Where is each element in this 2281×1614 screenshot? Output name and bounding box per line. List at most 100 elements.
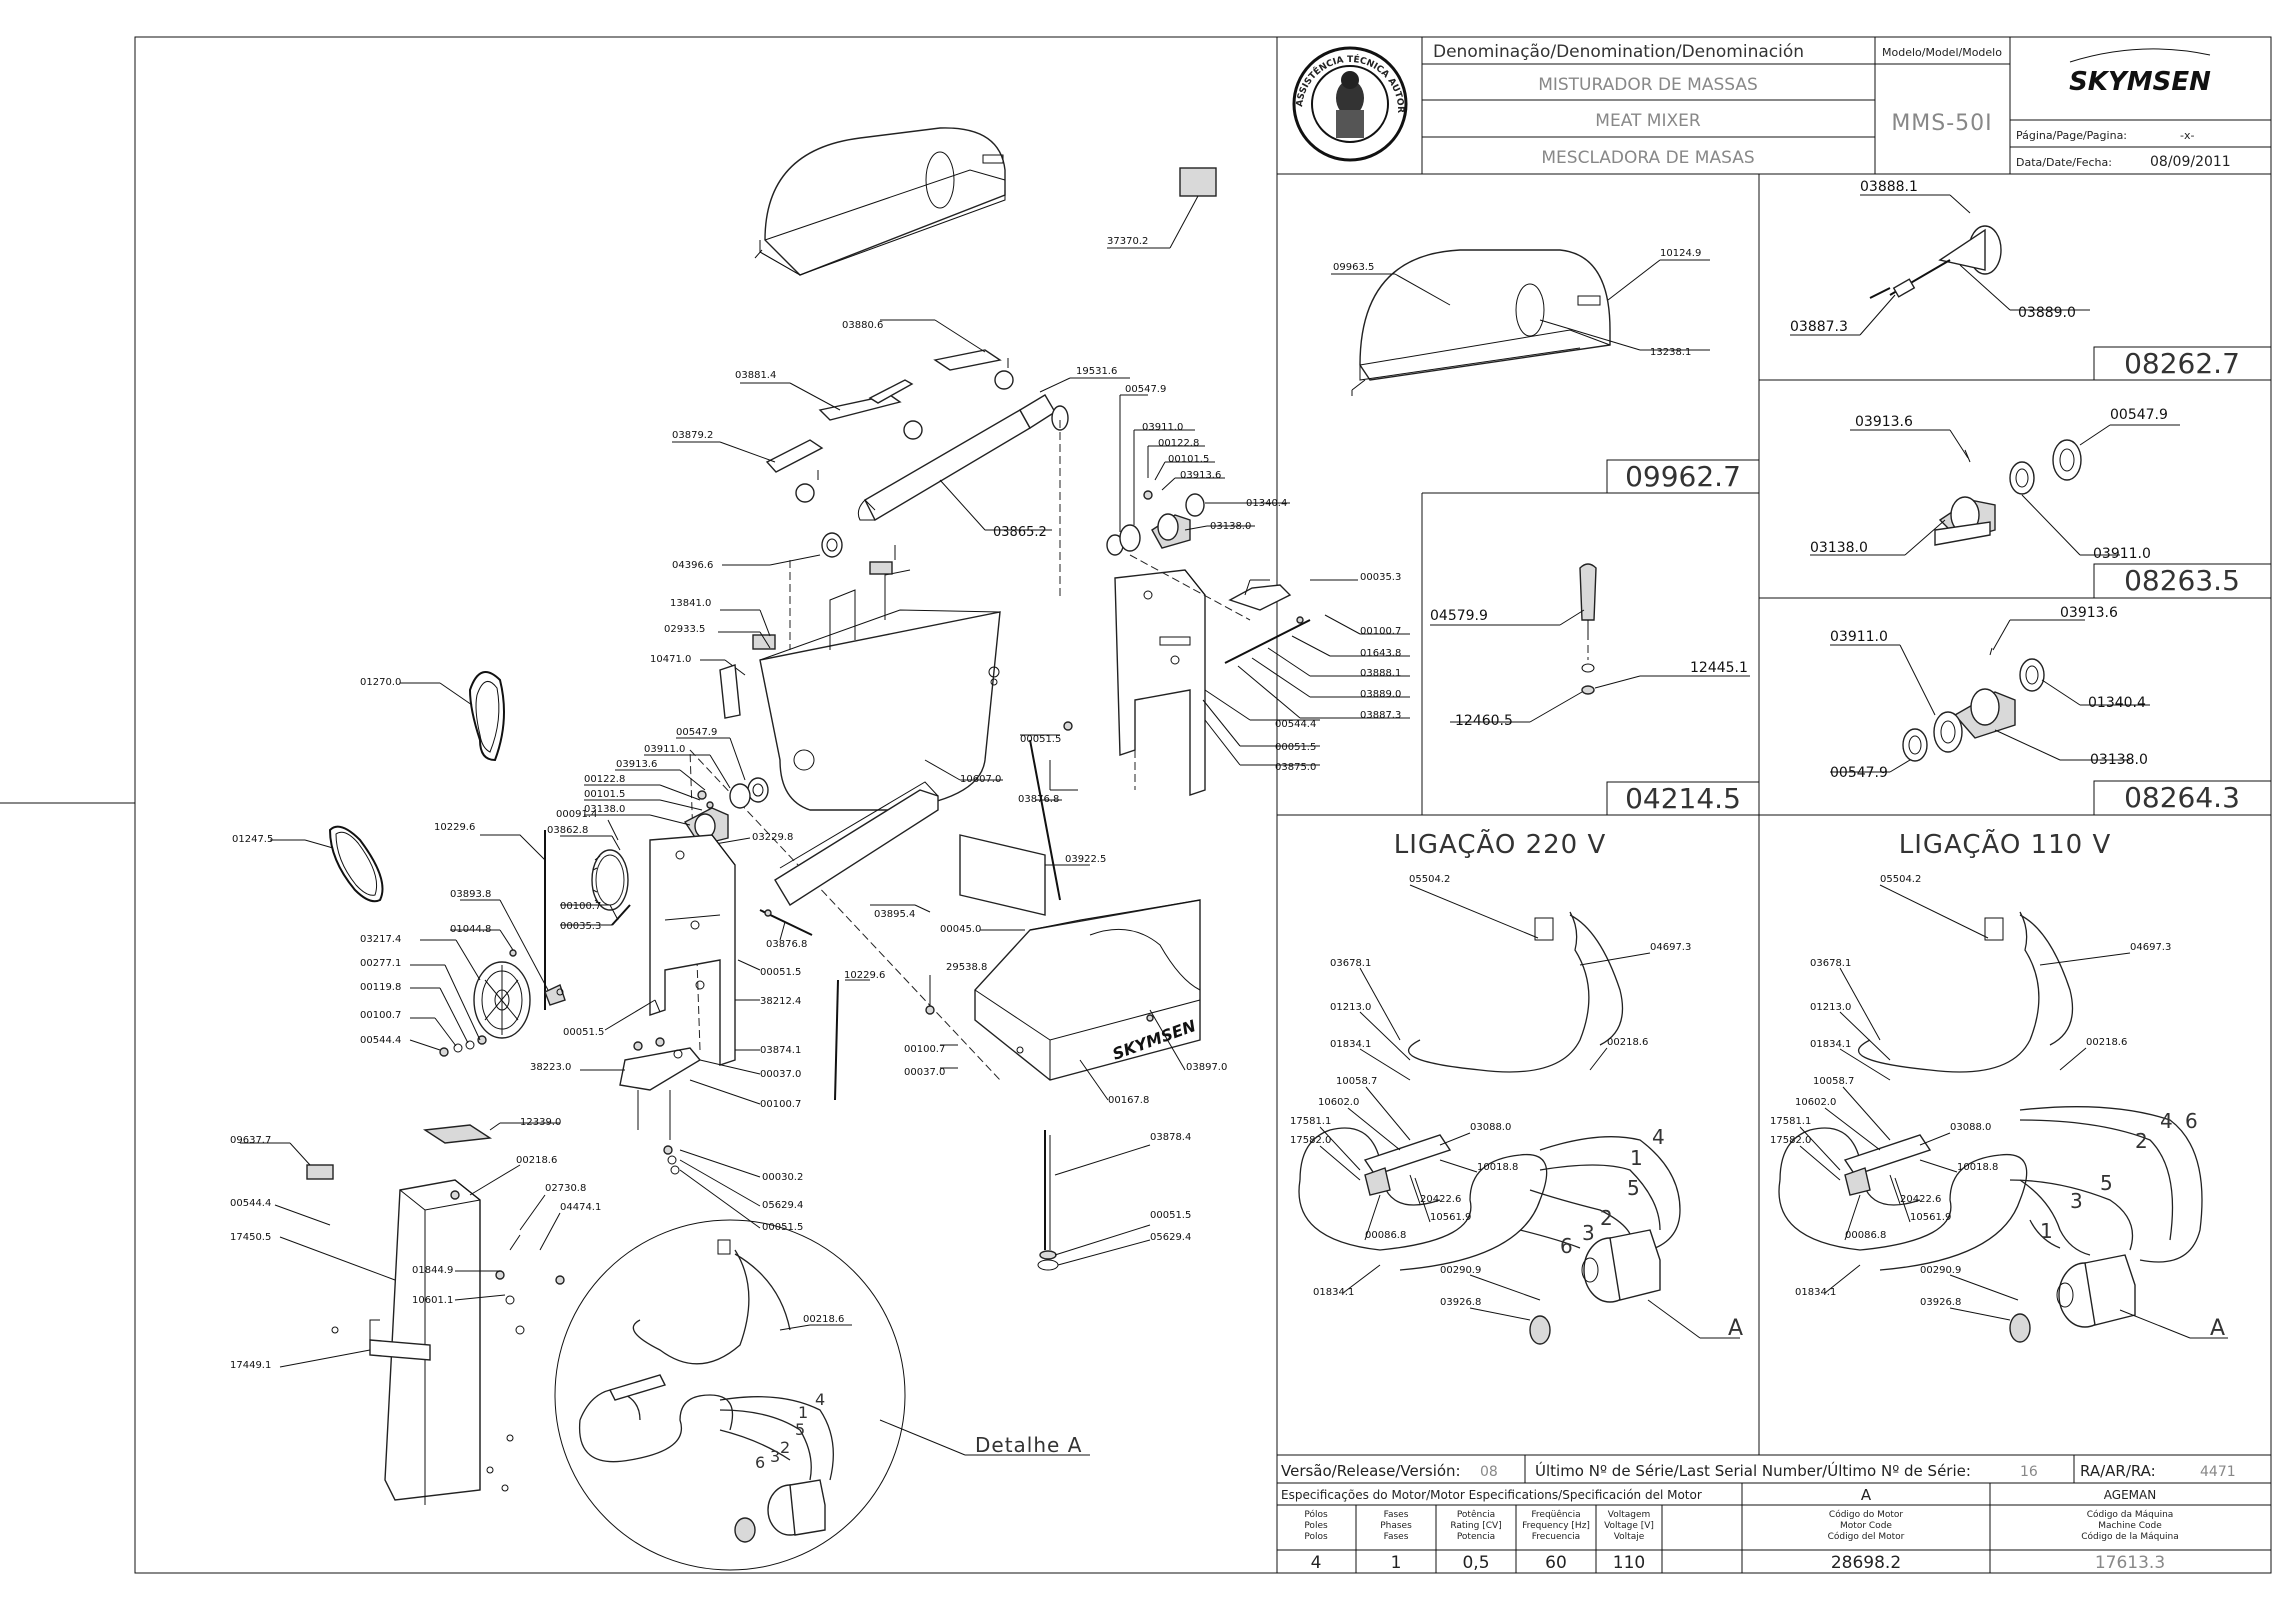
part-label: 03889.0	[1360, 689, 1401, 700]
part-label: 00035.3	[560, 921, 601, 932]
wire-label: 03926.8	[1440, 1297, 1481, 1308]
wire-label: 00218.6	[1607, 1037, 1648, 1048]
detail-number: 6	[755, 1453, 766, 1472]
part-label: 10124.9	[1660, 248, 1701, 259]
part-label: 03911.0	[1142, 422, 1183, 433]
spec-column-value: 28698.2	[1831, 1553, 1901, 1573]
wire-label: 01213.0	[1810, 1002, 1851, 1013]
mixing-bowl: 13841.0 02933.5 10471.0 10607.0	[650, 545, 1003, 811]
part-label: 00218.6	[516, 1155, 557, 1166]
part-label: 01270.0	[360, 677, 401, 688]
detail-number: 4	[815, 1390, 826, 1409]
version-label: Versão/Release/Versión:	[1281, 1462, 1461, 1480]
spec-column-header: Voltage [V]	[1604, 1521, 1654, 1531]
detail-number: 5	[795, 1420, 806, 1439]
part-label: 03913.6	[2060, 605, 2118, 621]
wire-label: 03678.1	[1810, 958, 1851, 969]
page-label: Página/Page/Pagina:	[2016, 129, 2127, 142]
part-label: 02933.5	[664, 624, 705, 635]
part-label: 00544.4	[1275, 719, 1316, 730]
denomination-header: Denominação/Denomination/Denominación	[1433, 42, 1804, 62]
wire-number: 3	[1582, 1221, 1596, 1245]
part-label: 00122.8	[1158, 438, 1199, 449]
detail-label: Detalhe A	[975, 1433, 1082, 1457]
part-label: 12445.1	[1690, 660, 1748, 676]
part-label: 00100.7	[560, 901, 601, 912]
wire-label: 17581.1	[1770, 1116, 1811, 1127]
part-label: 01844.9	[412, 1265, 453, 1276]
wire-label: 03926.8	[1920, 1297, 1961, 1308]
wire-number: 6	[2185, 1109, 2199, 1133]
spec-column-header: Phases	[1380, 1521, 1412, 1531]
wire-label: 20422.6	[1900, 1194, 1941, 1205]
svg-text:ASSISTÊNCIA TÉCNICA AUTORIZADA: ASSISTÊNCIA TÉCNICA AUTORIZADA	[0, 0, 1405, 113]
spec-column-header: Motor Code	[1840, 1521, 1892, 1531]
part-label: 00035.3	[1360, 572, 1401, 583]
version-value: 08	[1480, 1464, 1498, 1480]
panel-08262-7: 03888.1 03889.0 03887.3 08262.7	[1790, 179, 2272, 381]
spec-column-header: Voltaje	[1614, 1532, 1645, 1542]
wire-label: 01213.0	[1330, 1002, 1371, 1013]
wire-label: 04697.3	[1650, 942, 1691, 953]
wire-label: 10058.7	[1336, 1076, 1377, 1087]
spec-column-header: Rating [CV]	[1450, 1521, 1501, 1531]
seal-text: ASSISTÊNCIA TÉCNICA AUTORIZADA	[0, 0, 1405, 113]
name-en: MEAT MIXER	[1595, 111, 1701, 131]
spec-column-header: Freqüência	[1531, 1509, 1580, 1520]
part-label: 03913.6	[1180, 470, 1221, 481]
part-label: 19531.6	[1076, 366, 1117, 377]
part-label: 05629.4	[762, 1200, 803, 1211]
side-stand: 12339.0 09637.7 00218.6 02730.8 0447	[230, 1117, 601, 1505]
part-label: 12339.0	[520, 1117, 561, 1128]
wire-label: 10602.0	[1318, 1097, 1359, 1108]
part-label: 09637.7	[230, 1135, 271, 1146]
part-label: 04579.9	[1430, 608, 1488, 624]
spec-column-header: Código da Máquina	[2087, 1509, 2174, 1520]
part-label: 03895.4	[874, 909, 915, 920]
wire-number: 1	[1630, 1146, 1644, 1170]
wire-label: 17582.0	[1290, 1135, 1331, 1146]
part-label: 01340.4	[2088, 695, 2146, 711]
panel-04214-5: 04579.9 12445.1 12460.5 04214.5	[1430, 563, 1760, 816]
wire-label: 20422.6	[1420, 1194, 1461, 1205]
assembly-code: 08264.3	[2124, 781, 2240, 814]
part-label: 03865.2	[993, 525, 1047, 540]
ageman-label: AGEMAN	[2104, 1488, 2156, 1502]
footer-columns: PólosPolesPolos4FasesPhasesFases1Potênci…	[1304, 1509, 2178, 1573]
name-pt: MISTURADOR DE MASSAS	[1538, 75, 1758, 95]
assembly-code: 08263.5	[2124, 564, 2240, 597]
part-label: 00037.0	[904, 1067, 945, 1078]
wire-label: 03678.1	[1330, 958, 1371, 969]
wire-label: 01834.1	[1313, 1287, 1354, 1298]
part-label: 09963.5	[1333, 262, 1374, 273]
part-label: 03911.0	[1830, 629, 1888, 645]
serial-value: 16	[2020, 1464, 2038, 1480]
part-label: 03229.8	[752, 832, 793, 843]
main-shaft: 19531.6 03865.2 04396.6	[672, 366, 1130, 571]
spec-column-header: Voltagem	[1608, 1510, 1651, 1520]
part-label: 00101.5	[584, 789, 625, 800]
pulley-fasteners: 03217.4 00277.1 00119.8 00100.7 00544.4	[360, 934, 487, 1057]
part-label: 00100.7	[904, 1044, 945, 1055]
wire-number: 2	[1600, 1206, 1614, 1230]
spec-column-header: Polos	[1304, 1532, 1328, 1542]
part-label: 00030.2	[762, 1172, 803, 1183]
part-label: 03911.0	[644, 744, 685, 755]
date-value: 08/09/2011	[2150, 154, 2231, 170]
spec-column-value: 110	[1613, 1553, 1645, 1573]
part-label: 03876.8	[1018, 794, 1059, 805]
part-label: 17449.1	[230, 1360, 271, 1371]
spec-column-value: 4	[1311, 1553, 1322, 1573]
spec-column-header: Código do Motor	[1829, 1509, 1903, 1520]
wire-number: 1	[2040, 1219, 2054, 1243]
part-label: 03911.0	[2093, 546, 2151, 562]
panel-09962-7: 09963.5 10124.9 13238.1 09962.7	[1331, 248, 1760, 494]
part-label: 03874.1	[760, 1045, 801, 1056]
base-housing: SKYMSEN 03922.5 00045.0 29538.8 00100.7 …	[834, 834, 1227, 1271]
part-label: 00091.4	[556, 809, 597, 820]
part-label: 03880.6	[842, 320, 883, 331]
bowl-cover	[754, 127, 1006, 276]
spec-column-header: Machine Code	[2098, 1521, 2162, 1531]
detail-number: 2	[780, 1438, 791, 1457]
